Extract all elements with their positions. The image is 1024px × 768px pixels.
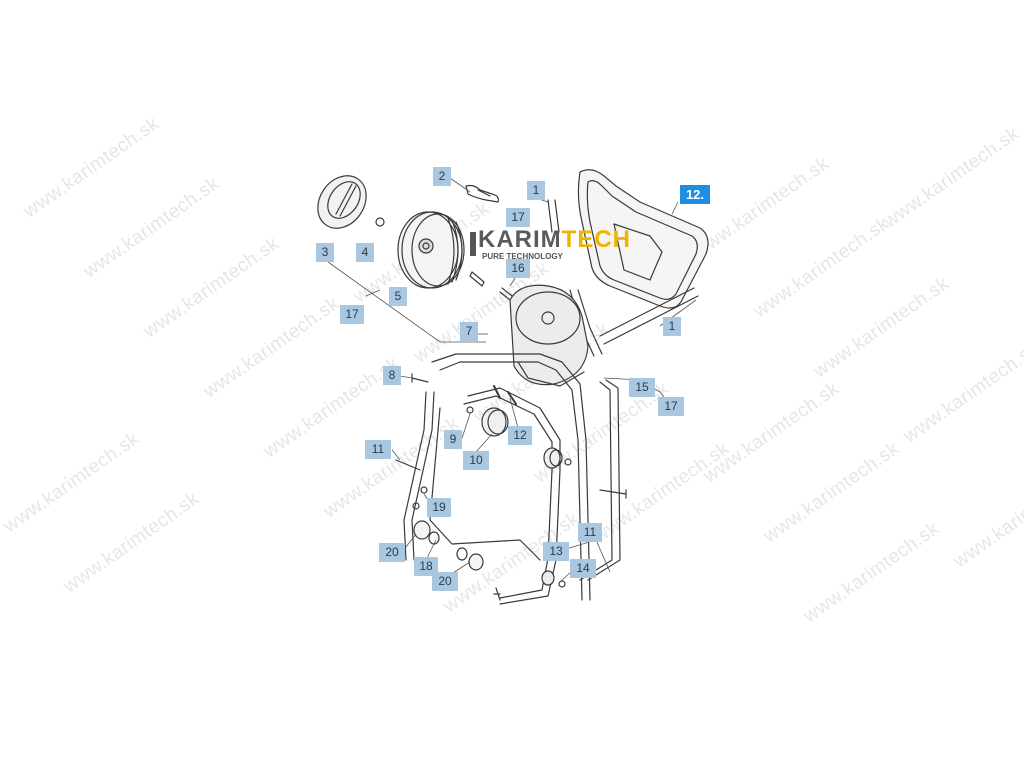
long-bolt-part (599, 489, 627, 499)
bracket-part (493, 385, 517, 405)
washer-part (466, 406, 474, 414)
part-callout[interactable]: 17 (506, 208, 530, 227)
logo-mark-icon (470, 232, 476, 256)
screw-parts (469, 271, 513, 301)
part-callout-highlighted[interactable]: 12. (680, 185, 710, 204)
part-callout[interactable]: 4 (356, 243, 374, 262)
disk-part (481, 407, 509, 437)
part-callout[interactable]: 11 (365, 440, 391, 459)
hub-part (543, 447, 572, 469)
part-callout[interactable]: 19 (427, 498, 451, 517)
logo-name-part1: KARIM (478, 226, 562, 253)
part-callout[interactable]: 1 (527, 181, 545, 200)
part-callout[interactable]: 12 (508, 426, 532, 445)
logo-tagline: PURE TECHNOLOGY (482, 252, 563, 261)
part-callout[interactable]: 10 (463, 451, 489, 470)
part-callout[interactable]: 16 (506, 259, 530, 278)
part-callout[interactable]: 17 (658, 397, 684, 416)
part-callout[interactable]: 17 (340, 305, 364, 324)
part-callout[interactable]: 11 (578, 523, 602, 542)
part-callout[interactable]: 2 (433, 167, 451, 186)
part-callout[interactable]: 9 (444, 430, 462, 449)
logo-name-part2: TECH (561, 226, 631, 253)
part-callout[interactable]: 15 (629, 378, 655, 397)
end-cap-parts (413, 520, 484, 571)
part-callout[interactable]: 3 (316, 243, 334, 262)
part-callout[interactable]: 7 (460, 322, 478, 341)
logo-name: KARIMTECH (478, 226, 631, 254)
part-callout[interactable]: 5 (389, 287, 407, 306)
part-callout[interactable]: 20 (432, 572, 458, 591)
part-callout[interactable]: 14 (570, 559, 596, 578)
clip-part (465, 184, 499, 203)
part-callout[interactable]: 13 (543, 542, 569, 561)
part-callout[interactable]: 1 (663, 317, 681, 336)
axle-part (493, 587, 501, 601)
upper-handle-part (577, 169, 709, 309)
pump-wheel-part (397, 211, 465, 289)
washer-19-part (412, 486, 428, 510)
cap-part (317, 175, 367, 229)
nut-parts (541, 570, 566, 588)
o-ring-part (375, 217, 385, 227)
bolt-part (411, 373, 429, 383)
part-callout[interactable]: 20 (379, 543, 405, 562)
part-callout[interactable]: 18 (414, 557, 438, 576)
pin-part (395, 459, 421, 471)
pump-housing-part (509, 284, 589, 387)
part-callout[interactable]: 8 (383, 366, 401, 385)
brand-logo: KARIMTECH PURE TECHNOLOGY (470, 226, 630, 266)
